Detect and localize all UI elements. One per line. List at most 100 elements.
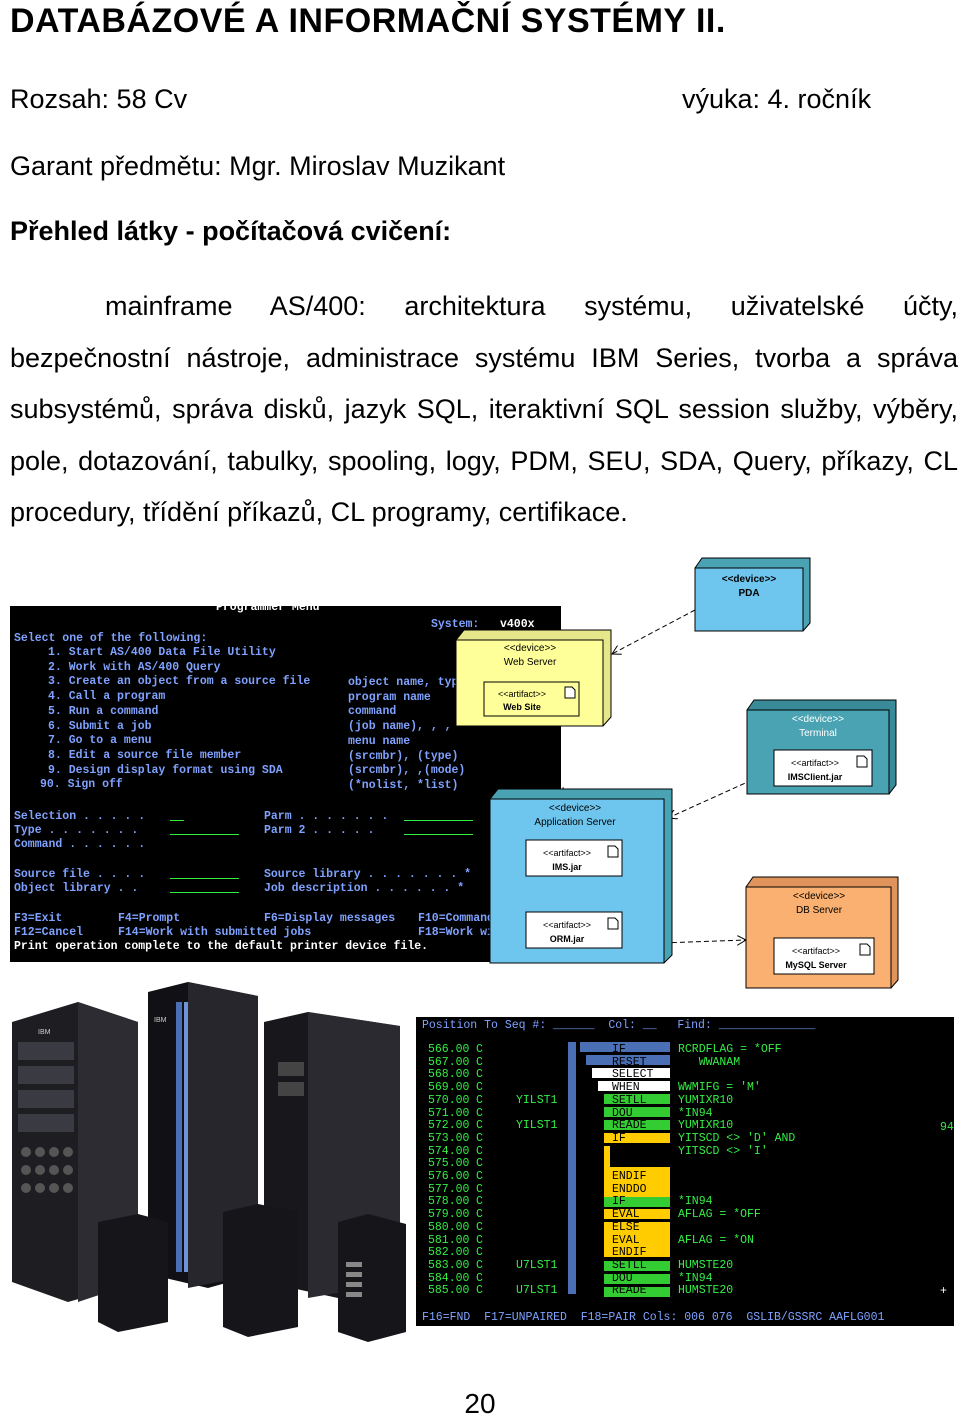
fkey-work-with-jobs[interactable]: F14=Work with submitted jobs	[118, 926, 312, 939]
field-parm: Parm . . . . . . .	[264, 810, 389, 823]
seu-args: RCRDFLAG = *OFF	[678, 1043, 782, 1056]
menu-option[interactable]: 7. Go to a menu	[48, 734, 152, 748]
seu-line-mark: C	[476, 1220, 483, 1234]
menu-param-hint: (srcmbr), (type)	[348, 749, 459, 763]
seu-seq-number: 584.00	[428, 1271, 470, 1285]
seu-args: YITSCD <> 'D' AND	[678, 1131, 796, 1145]
field-command: Command . . . . . .	[14, 838, 146, 851]
app-server-stereotype: <<device>>	[549, 803, 601, 814]
seu-seq-number: 574.00	[428, 1144, 470, 1158]
menu-param-hint: (job name), , ,	[348, 720, 452, 734]
menu-option[interactable]: 5. Run a command	[48, 704, 159, 718]
seu-seq-number: 580.00	[428, 1220, 470, 1234]
seu-label: U7LST1	[516, 1258, 558, 1272]
seu-opcode: DOU	[612, 1271, 633, 1285]
seu-args: AFLAG = *OFF	[678, 1208, 761, 1222]
seu-opcode: EVAL	[612, 1208, 640, 1222]
imsclient-label: IMSClient.jar	[788, 772, 843, 782]
web-server-node: <<device>> Web Server <<artifact>> Web S…	[455, 629, 612, 727]
seu-label: YILST1	[516, 1119, 558, 1133]
seu-args: WWMIFG = 'M'	[678, 1081, 761, 1095]
seu-line-mark: C	[476, 1157, 483, 1171]
menu-option[interactable]: 3. Create an object from a source file	[48, 675, 311, 689]
menu-option[interactable]: 2. Work with AS/400 Query	[48, 660, 221, 674]
seu-seq-number: 583.00	[428, 1258, 470, 1272]
ibm-logo-center: IBM	[154, 1017, 167, 1024]
seu-line-mark: C	[476, 1258, 483, 1272]
fkey-prompt[interactable]: F4=Prompt	[118, 912, 181, 925]
seu-line-mark: C	[476, 1208, 483, 1222]
seu-line-mark: C	[476, 1068, 483, 1082]
web-server-stereotype: <<device>>	[504, 643, 556, 654]
seu-args: *IN94	[678, 1195, 713, 1209]
menu-option[interactable]: 90. Sign off	[40, 778, 123, 792]
seu-args: AFLAG = *ON	[678, 1233, 754, 1247]
artifact-icon	[607, 917, 619, 930]
seu-line-mark: C	[476, 1182, 483, 1196]
seu-seq-number: 575.00	[428, 1157, 470, 1171]
seu-args: YUMIXR10	[678, 1093, 734, 1107]
seu-seq-number: 581.00	[428, 1233, 470, 1247]
menu-option[interactable]: 6. Submit a job	[48, 719, 152, 733]
fkey-exit[interactable]: F3=Exit	[14, 912, 63, 925]
seu-opcode: READE	[612, 1284, 647, 1298]
seu-seq-number: 576.00	[428, 1170, 470, 1183]
menu-param-hint: menu name	[348, 734, 411, 748]
seu-opcode: READE	[612, 1119, 647, 1133]
seu-opcode: RESET	[612, 1055, 647, 1069]
seu-opcode: ENDIF	[612, 1246, 647, 1260]
artifact-icon	[856, 755, 868, 768]
ims-jar-stereotype: <<artifact>>	[543, 848, 591, 858]
seu-seq-number: 570.00	[428, 1093, 470, 1107]
menu-option[interactable]: 1. Start AS/400 Data File Utility	[48, 646, 276, 659]
application-server-node: <<device>> Application Server <<artifact…	[489, 788, 673, 964]
artifact-icon	[564, 686, 576, 699]
seu-args: *IN94	[678, 1271, 713, 1285]
seu-args: *IN94	[678, 1106, 713, 1120]
db-server-node: <<device>> DB Server <<artifact>> MySQL …	[745, 876, 899, 989]
terminal-node: <<device>> Terminal <<artifact>> IMSClie…	[746, 699, 897, 795]
seu-opcode: ENDIF	[612, 1170, 647, 1183]
seu-args: YITSCD <> 'I'	[678, 1144, 768, 1158]
seu-line-mark: C	[476, 1043, 483, 1056]
seu-opcode: DOU	[612, 1106, 633, 1120]
fkey-cancel[interactable]: F12=Cancel	[14, 926, 84, 939]
menu-option[interactable]: 4. Call a program	[48, 690, 166, 704]
pda-label: PDA	[738, 588, 759, 599]
course-guarantor: Garant předmětu: Mgr. Miroslav Muzikant	[10, 151, 506, 181]
seu-args: WWANAM	[678, 1055, 741, 1069]
fkey-display-messages[interactable]: F6=Display messages	[264, 912, 396, 925]
menu-param-hint: command	[348, 705, 397, 719]
seu-seq-number: 571.00	[428, 1106, 470, 1120]
seu-label: U7LST1	[516, 1284, 558, 1298]
menu-option[interactable]: 9. Design display format using SDA	[48, 763, 283, 777]
fkey-command[interactable]: F10=Command	[418, 912, 494, 925]
menu-param-hint: program name	[348, 690, 431, 704]
seu-seq-number: 585.00	[428, 1284, 470, 1298]
seu-label: YILST1	[516, 1093, 558, 1107]
seu-line-mark: C	[476, 1246, 483, 1260]
db-server-label: DB Server	[796, 905, 843, 916]
seu-structure-bars	[568, 1042, 670, 1297]
seu-opcode: LEAVE	[612, 1157, 647, 1171]
system-label: System:	[431, 618, 480, 631]
web-server-label: Web Server	[504, 657, 557, 668]
seu-line-mark: C	[476, 1131, 483, 1145]
course-year: výuka: 4. ročník	[682, 84, 872, 114]
seu-line-mark: C	[476, 1144, 483, 1158]
db-server-stereotype: <<device>>	[793, 891, 845, 902]
seu-opcode: WHEN	[612, 1081, 640, 1095]
seu-args: YUMIXR10	[678, 1119, 734, 1133]
imsclient-stereotype: <<artifact>>	[791, 758, 839, 768]
seu-line-mark: C	[476, 1284, 483, 1298]
seu-header: Position To Seq #: ______ Col: __ Find: …	[422, 1019, 816, 1032]
seu-seq-number: 572.00	[428, 1119, 470, 1133]
seu-opcode: IF	[612, 1043, 626, 1056]
seu-seq-number: 577.00	[428, 1182, 470, 1196]
menu-option[interactable]: 8. Edit a source file member	[48, 748, 242, 762]
field-type: Type . . . . . . .	[14, 824, 139, 837]
seu-opcode: ELSE	[612, 1220, 640, 1234]
menu-param-hint: (srcmbr), ,(mode)	[348, 764, 466, 778]
field-selection: Selection . . . . .	[14, 810, 146, 823]
page-number: 20	[464, 1388, 496, 1419]
